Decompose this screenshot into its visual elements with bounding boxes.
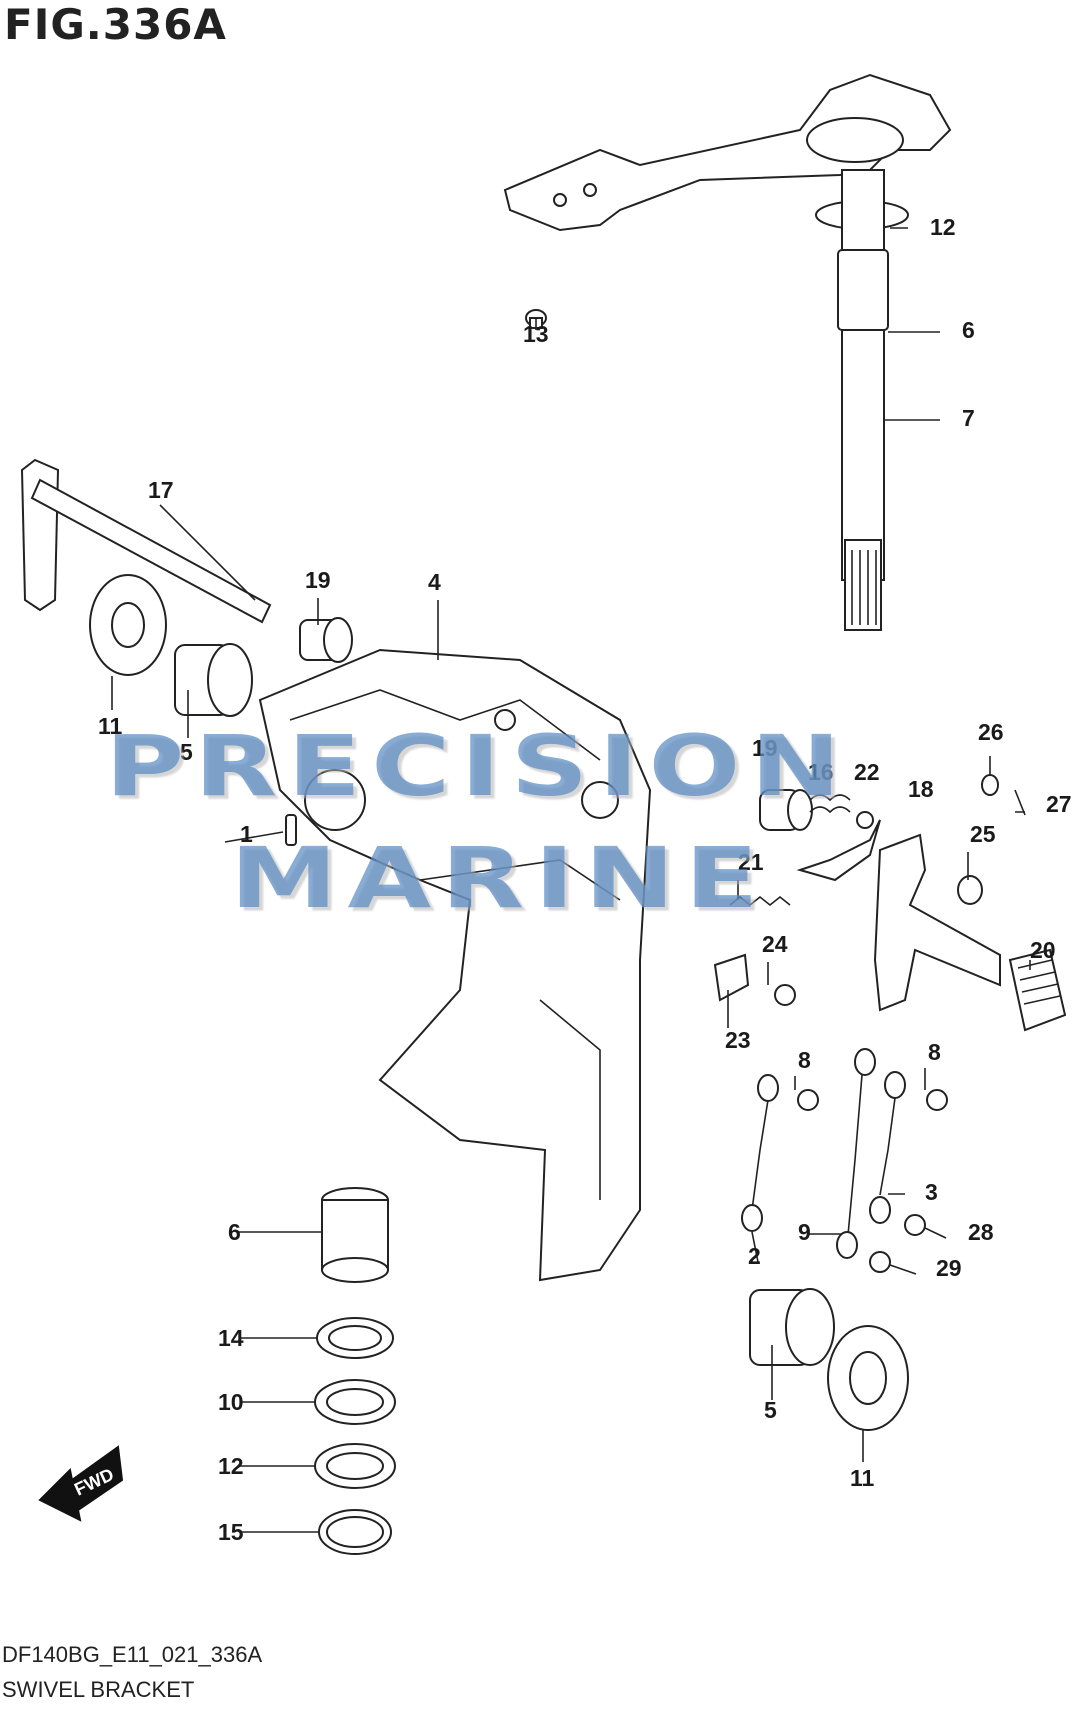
callout-27: 27 xyxy=(1046,791,1072,817)
fwd-arrow-icon xyxy=(38,1445,124,1522)
callout-8b: 8 xyxy=(928,1039,941,1065)
watermark-line1: PRECISION xyxy=(105,718,851,816)
callout-5b: 5 xyxy=(764,1397,777,1423)
callout-6: 6 xyxy=(962,317,975,343)
callout-4: 4 xyxy=(428,569,441,595)
callout-labels: 12 13 6 7 17 19 4 11 5 19 16 22 18 26 27… xyxy=(98,214,1072,1545)
grease-nipple xyxy=(285,814,297,846)
callout-21: 21 xyxy=(738,849,764,875)
figure-code: DF140BG_E11_021_336A xyxy=(2,1642,263,1667)
callout-8: 8 xyxy=(798,1047,811,1073)
callout-2: 2 xyxy=(748,1243,761,1269)
swivel-bracket-body xyxy=(258,648,652,1282)
callout-12b: 12 xyxy=(218,1453,244,1479)
callout-10: 10 xyxy=(218,1389,244,1415)
bushing-19 xyxy=(299,617,353,663)
steering-shaft xyxy=(815,169,909,631)
callout-28: 28 xyxy=(968,1219,994,1245)
callout-22: 22 xyxy=(854,759,880,785)
callout-11b: 11 xyxy=(850,1465,875,1491)
callout-12: 12 xyxy=(930,214,956,240)
callout-15: 15 xyxy=(218,1519,244,1545)
callout-7: 7 xyxy=(962,405,975,431)
callout-29: 29 xyxy=(936,1255,962,1281)
callout-9: 9 xyxy=(798,1219,811,1245)
leader-lines xyxy=(111,227,1031,1533)
callout-24: 24 xyxy=(762,931,788,957)
steering-arm xyxy=(503,73,952,232)
callout-19b: 19 xyxy=(752,735,778,761)
callout-19: 19 xyxy=(305,567,331,593)
callout-6b: 6 xyxy=(228,1219,241,1245)
callout-13: 13 xyxy=(523,321,549,347)
callout-3: 3 xyxy=(925,1179,938,1205)
tilt-rod xyxy=(20,458,272,624)
callout-16: 16 xyxy=(808,759,834,785)
callout-25: 25 xyxy=(970,821,996,847)
bonding-wires xyxy=(741,1048,948,1273)
figure-title: FIG.336A xyxy=(4,0,227,49)
callout-20: 20 xyxy=(1030,937,1056,963)
callout-14: 14 xyxy=(218,1325,244,1351)
callout-18: 18 xyxy=(908,776,934,802)
figure-name: SWIVEL BRACKET xyxy=(2,1677,195,1702)
callout-1: 1 xyxy=(240,821,253,847)
reverse-lock-parts xyxy=(713,774,1067,1032)
callout-23: 23 xyxy=(725,1027,751,1053)
lower-bushing-and-washers xyxy=(314,1187,396,1555)
bushing-right xyxy=(749,1288,909,1431)
callout-17: 17 xyxy=(148,477,174,503)
callout-11: 11 xyxy=(98,713,123,739)
watermark-line2: MARINE xyxy=(230,830,769,928)
callout-26: 26 xyxy=(978,719,1004,745)
callout-5: 5 xyxy=(180,739,193,765)
